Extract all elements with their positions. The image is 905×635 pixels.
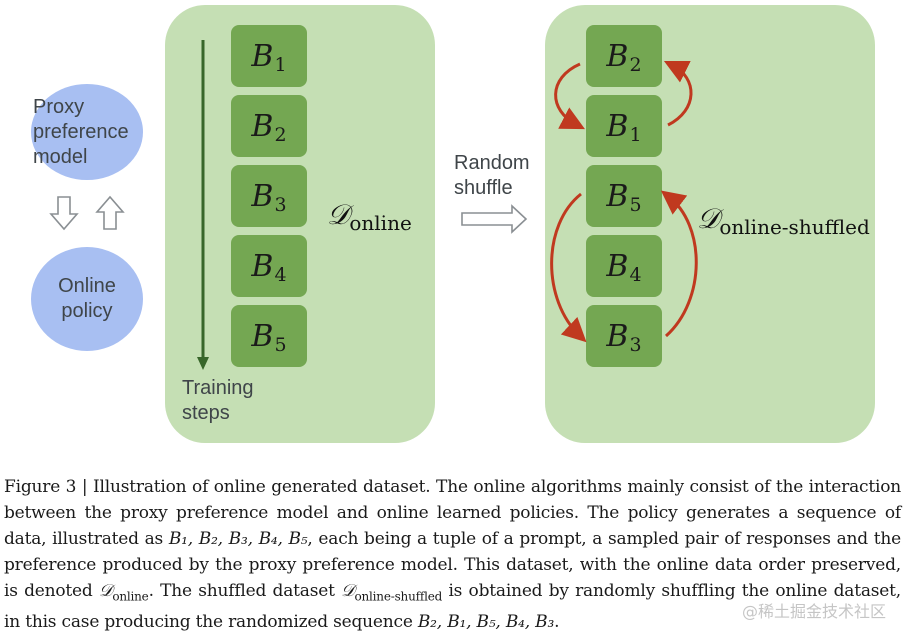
block-index: 4 — [274, 264, 287, 286]
block-index: 2 — [274, 124, 287, 146]
caption-text-2: , each being a tuple of a prompt, a samp… — [4, 529, 901, 601]
block-letter: B — [606, 178, 629, 214]
block-letter: B — [251, 248, 274, 284]
caption-text-5: . — [554, 612, 560, 633]
caption-text-1: The online algorithms mainly consist of … — [4, 477, 901, 549]
swap-arrow-left-top — [554, 62, 585, 130]
caption-text-4: is obtained by randomly shuffling the on… — [4, 581, 901, 633]
block-index: 3 — [629, 334, 642, 356]
up-arrow-icon — [95, 195, 125, 230]
block-letter: B — [606, 318, 629, 354]
d-online-label: 𝒟online — [327, 198, 412, 235]
block-letter: B — [251, 38, 274, 74]
block-letter: B — [606, 248, 629, 284]
caption-d-online-sub: online — [112, 589, 149, 604]
block-index: 3 — [274, 194, 287, 216]
arrow-head-icon — [197, 357, 209, 370]
proxy-preference-model-label: Proxy preference model — [33, 95, 129, 168]
swap-arrow-right-top — [663, 60, 693, 127]
online-policy-circle: Online policy — [31, 247, 143, 351]
block-letter: B — [606, 38, 629, 74]
block-index: 5 — [629, 194, 642, 216]
block-index: 1 — [629, 124, 642, 146]
block-letter: B — [606, 108, 629, 144]
online-policy-label: Online policy — [58, 275, 116, 322]
block-index: 2 — [629, 54, 642, 76]
caption-sequence-1: B₁, B₂, B₃, B₄, B₅ — [168, 529, 308, 549]
block-index: 5 — [274, 334, 287, 356]
block-index: 1 — [274, 54, 287, 76]
block-letter: B — [251, 318, 274, 354]
caption-d-symbol-2: 𝒟 — [341, 581, 355, 601]
figure-caption: Figure 3 | Illustration of online genera… — [4, 474, 901, 635]
caption-d-symbol-1: 𝒟 — [98, 581, 113, 601]
watermark: @稀土掘金技术社区 — [742, 602, 887, 621]
block-letter: B — [251, 178, 274, 214]
random-shuffle-label: Random shuffle — [454, 152, 530, 199]
down-arrow-icon — [49, 196, 79, 231]
d-online-symbol: 𝒟 — [327, 198, 350, 231]
caption-sequence-2: B₂, B₁, B₅, B₄, B₃ — [417, 612, 555, 633]
proxy-preference-model-circle: Proxy preference model — [31, 84, 143, 180]
d-shuffled-symbol: 𝒟 — [697, 202, 720, 235]
caption-text-3: . The shuffled dataset — [148, 581, 342, 601]
caption-d-shuffled-sub: online-shuffled — [354, 589, 443, 604]
right-arrow-icon — [461, 204, 528, 234]
swap-arrow-left-bottom — [550, 192, 587, 343]
block-letter: B — [251, 108, 274, 144]
caption-label: Figure 3 | Illustration of online genera… — [4, 477, 431, 497]
d-online-subscript: online — [349, 211, 412, 235]
swap-arrow-right-bottom — [660, 190, 698, 338]
d-shuffled-subscript: online-shuffled — [719, 215, 870, 239]
d-online-shuffled-label: 𝒟online-shuffled — [697, 202, 870, 239]
block-index: 4 — [629, 264, 642, 286]
training-steps-label: Training steps — [182, 377, 254, 424]
